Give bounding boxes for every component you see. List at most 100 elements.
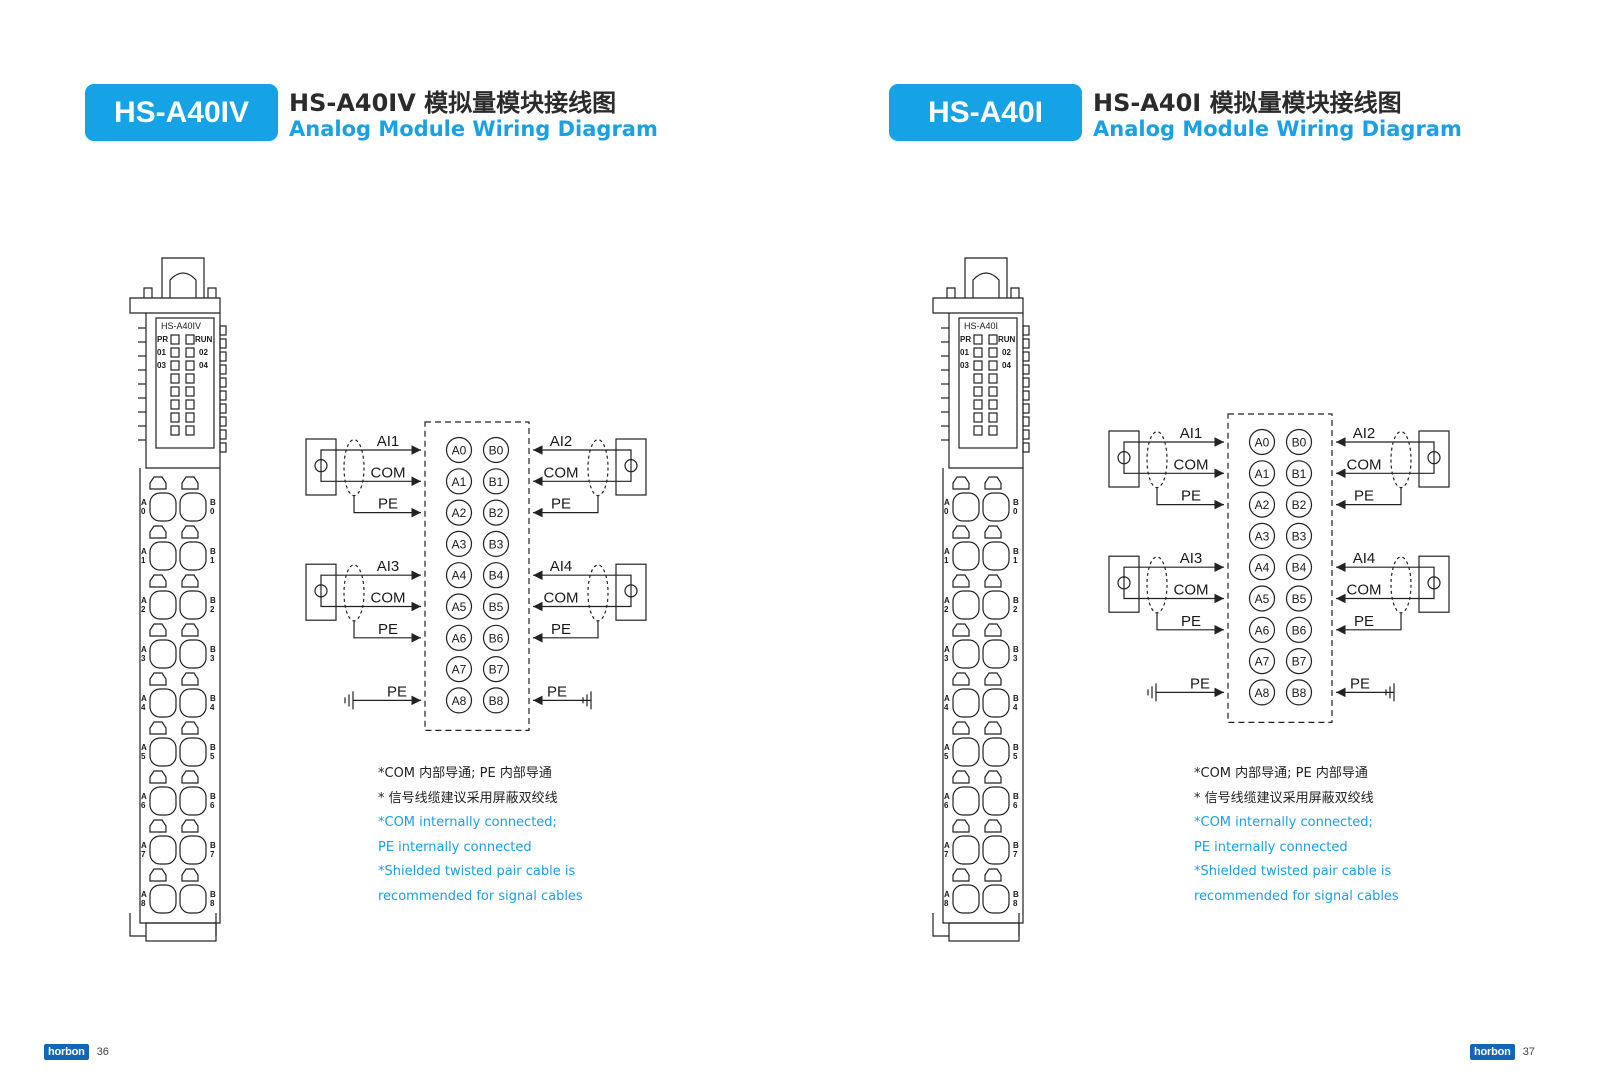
release-tab (984, 476, 1002, 490)
wire-hole (179, 688, 207, 718)
wire-label-com: COM (371, 590, 406, 607)
terminal-side-num-a: 0 (141, 507, 146, 516)
release-tab (181, 868, 199, 882)
wire-label-ai: AI3 (1180, 550, 1203, 567)
release-tab (149, 868, 167, 882)
led-indicator (988, 360, 998, 371)
terminal-B4 (482, 562, 510, 589)
terminal-A3 (1248, 522, 1276, 550)
note-en-4: recommended for signal cables (1194, 888, 1399, 904)
wire-hole (179, 492, 207, 522)
side-rib (219, 403, 227, 414)
led-indicator (170, 412, 180, 423)
release-tab (984, 574, 1002, 588)
led-label-03: 03 (157, 361, 166, 370)
side-rib (219, 338, 227, 349)
terminal-side-label-b: B (210, 743, 216, 752)
release-tab (149, 819, 167, 833)
signal-wire (320, 445, 421, 466)
wire-label-ai: AI4 (1353, 550, 1376, 567)
terminal-B3 (1285, 522, 1313, 550)
pe-wire (1336, 612, 1402, 635)
terminal-side-label-a: A (141, 645, 147, 654)
wire-label-pe: PE (1354, 613, 1374, 630)
shield-ellipse (587, 564, 609, 622)
terminal-side-num-b: 2 (1013, 605, 1018, 614)
wire-hole (149, 492, 177, 522)
title-en: Analog Module Wiring Diagram (289, 117, 658, 141)
terminal-label: B0 (1292, 436, 1307, 450)
wire-hole (982, 590, 1010, 620)
terminal-A0 (1248, 428, 1276, 456)
led-indicator (185, 425, 195, 436)
terminal-side-num-b: 6 (1013, 801, 1018, 810)
terminal-side-num-a: 1 (944, 556, 949, 565)
wire-hole (952, 688, 980, 718)
terminal-side-num-a: 1 (141, 556, 146, 565)
terminal-side-num-a: 7 (141, 850, 146, 859)
terminal-B0 (1285, 428, 1313, 456)
terminal-side-num-a: 3 (141, 654, 146, 663)
wire-label-ai: AI1 (377, 433, 400, 450)
sensor-box (615, 563, 647, 621)
release-tab (149, 770, 167, 784)
led-indicator (988, 386, 998, 397)
wire-label-pe: PE (547, 683, 567, 700)
led-indicator (973, 360, 983, 371)
release-tab (984, 868, 1002, 882)
release-tab (149, 672, 167, 686)
terminal-A2 (445, 499, 473, 526)
sensor-box (305, 563, 337, 621)
signal-wire (533, 570, 632, 591)
terminal-side-label-a: A (141, 890, 147, 899)
side-rib (1022, 351, 1030, 362)
terminal-label: A6 (1255, 623, 1270, 637)
terminal-label: A4 (452, 569, 467, 583)
release-tab (181, 574, 199, 588)
release-tab (149, 476, 167, 490)
terminal-side-num-b: 1 (1013, 556, 1018, 565)
led-indicator (185, 412, 195, 423)
terminal-label: B6 (1292, 623, 1307, 637)
wire-hole (982, 835, 1010, 865)
terminal-label: A5 (452, 600, 467, 614)
ground-symbol (1385, 683, 1395, 702)
terminal-A8 (1248, 679, 1276, 706)
wire-hole (952, 835, 980, 865)
terminal-label: A3 (1255, 529, 1270, 543)
wire-label-pe: PE (551, 621, 571, 638)
led-indicator (973, 347, 983, 358)
terminal-B7 (482, 655, 510, 683)
terminal-side-label-b: B (210, 596, 216, 605)
terminal-side-num-b: 0 (1013, 507, 1018, 516)
terminal-B6 (482, 624, 510, 651)
bottom-foot (932, 913, 1020, 937)
note-cn-2: * 信号线缆建议采用屏蔽双绞线 (1194, 790, 1374, 806)
led-label-02: 02 (1002, 348, 1011, 357)
terminal-side-num-b: 3 (210, 654, 215, 663)
terminal-side-num-a: 8 (141, 899, 146, 908)
wire-hole (982, 639, 1010, 669)
release-tab (952, 574, 970, 588)
pe-wire (1156, 487, 1224, 510)
terminal-side-label-b: B (1013, 498, 1019, 507)
pe-wire (1336, 487, 1402, 510)
wire-label-com: COM (1174, 456, 1209, 473)
title-en: Analog Module Wiring Diagram (1093, 117, 1462, 141)
wire-hole (952, 639, 980, 669)
wire-label-com: COM (1174, 582, 1209, 599)
wire-label-pe: PE (551, 496, 571, 513)
wire-label-pe: PE (1190, 675, 1210, 692)
led-indicator (185, 399, 195, 410)
terminal-A7 (445, 655, 473, 683)
wire-hole (952, 541, 980, 571)
wire-hole (149, 835, 177, 865)
side-rib (219, 442, 227, 453)
terminal-label: B0 (489, 444, 504, 458)
terminal-label: B4 (1292, 561, 1307, 575)
footer: horbon 37 (1470, 1044, 1535, 1060)
note-cn-1: *COM 内部导通; PE 内部导通 (1194, 766, 1368, 781)
